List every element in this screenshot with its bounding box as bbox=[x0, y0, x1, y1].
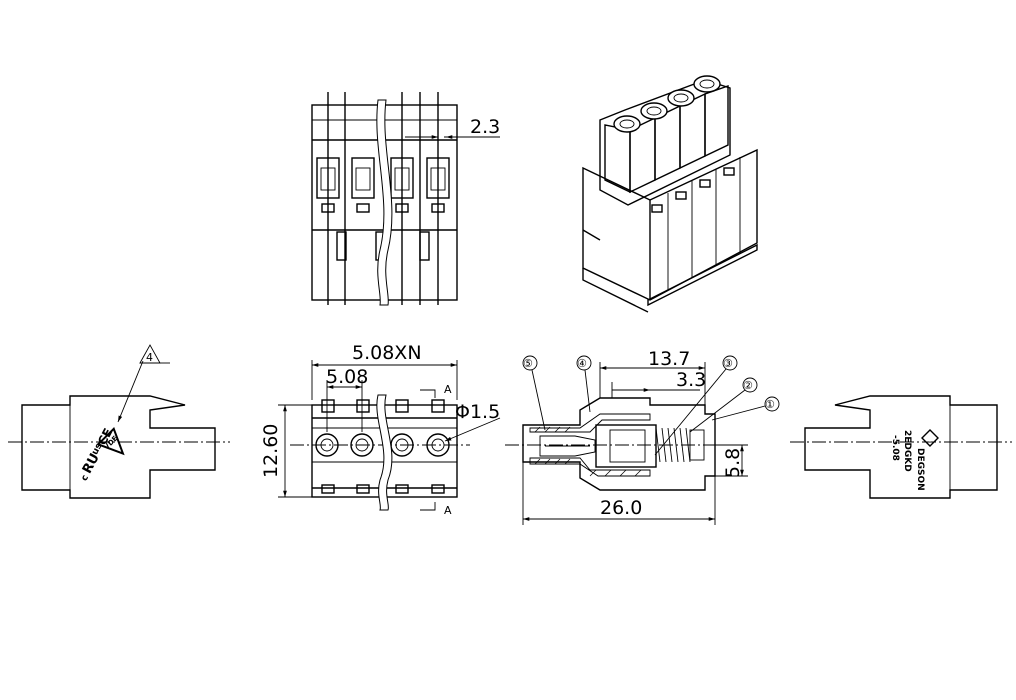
model-pitch: -5.08 bbox=[890, 435, 900, 461]
section-marker-bottom: A bbox=[444, 504, 452, 517]
model-number: 2EDGKD bbox=[902, 430, 912, 472]
callout-1: ① bbox=[711, 396, 780, 421]
front-view-top: 2.3 bbox=[311, 92, 500, 306]
svg-text:②: ② bbox=[743, 379, 753, 392]
degson-logo-icon bbox=[921, 429, 939, 447]
ul-prefix: c bbox=[80, 473, 91, 482]
callout-3: ③ bbox=[654, 355, 738, 456]
dim-center-offset: 5.8 bbox=[722, 448, 744, 478]
svg-text:④: ④ bbox=[577, 357, 587, 370]
callout-2: ② bbox=[689, 377, 758, 433]
dim-depth-upper: 13.7 bbox=[648, 348, 690, 370]
dim-height: 12.60 bbox=[260, 424, 282, 478]
front-view-pitch: A A 5.08XN 5.08 12.60 Φ1.5 bbox=[260, 342, 501, 517]
dim-pitch-total: 5.08XN bbox=[352, 342, 422, 364]
dim-pitch: 5.08 bbox=[326, 366, 368, 388]
section-marker-top: A bbox=[444, 383, 452, 396]
section-view: 13.7 3.3 26.0 5.8 ⑤ ④ ③ bbox=[505, 348, 780, 525]
callout-5: ⑤ bbox=[522, 355, 546, 431]
isometric-view bbox=[582, 75, 758, 313]
left-side-view: 4 c RU us CE VDE bbox=[8, 344, 230, 499]
svg-text:⑤: ⑤ bbox=[523, 357, 533, 370]
right-side-view: DEGSON 2EDGKD -5.08 bbox=[790, 395, 1012, 499]
dim-total-length: 26.0 bbox=[600, 497, 642, 519]
warning-triangle-icon: 4 bbox=[139, 344, 170, 364]
dim-depth-inner: 3.3 bbox=[676, 369, 706, 391]
svg-text:③: ③ bbox=[723, 357, 733, 370]
dim-hole-diameter: Φ1.5 bbox=[455, 401, 500, 423]
svg-text:①: ① bbox=[765, 398, 775, 411]
callout-4: ④ bbox=[576, 355, 592, 413]
brand-name: DEGSON bbox=[915, 448, 925, 491]
dim-top-gap: 2.3 bbox=[470, 116, 500, 138]
svg-text:4: 4 bbox=[146, 351, 153, 364]
